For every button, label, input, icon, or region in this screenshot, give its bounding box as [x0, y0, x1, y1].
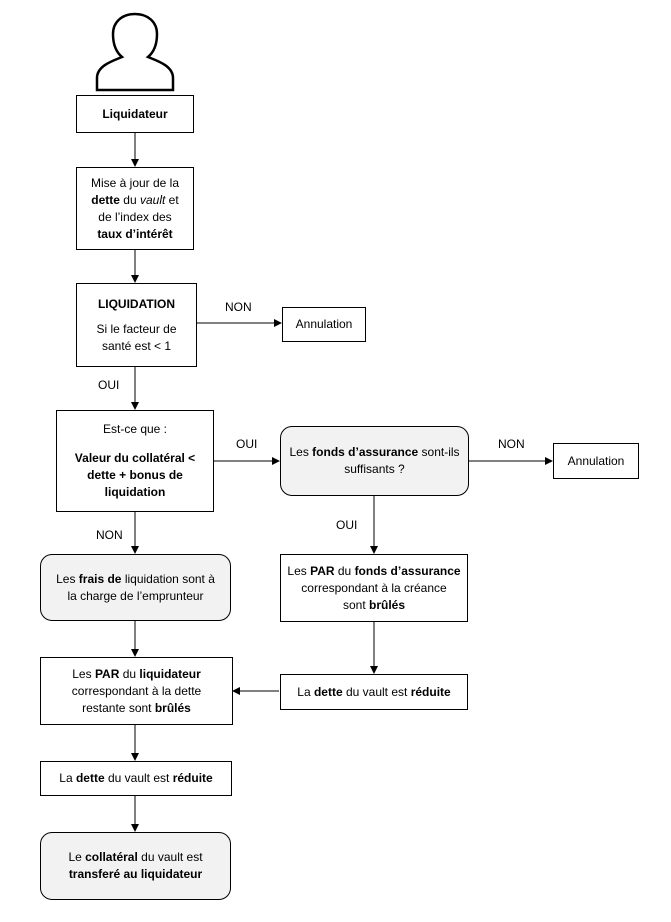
parliq-a: Les — [72, 666, 95, 681]
parfonds-fonds: fonds d’assurance — [354, 563, 461, 578]
parliq-restante: restante sont — [82, 700, 155, 715]
dettel-dette: dette — [75, 771, 105, 785]
liquidation-title: LIQUIDATION — [97, 296, 176, 311]
fonds-prefix: Les — [289, 445, 313, 459]
maj-line-3: de l’index des — [98, 209, 172, 224]
parfonds-brules: brûlés — [369, 597, 406, 612]
parfonds-par: PAR — [310, 563, 335, 578]
parfonds-a: Les — [287, 563, 311, 578]
detter-reduite: réduite — [410, 684, 451, 699]
edge-label-non-2: NON — [498, 437, 525, 451]
edge-label-non-1: NON — [225, 300, 252, 314]
node-liquidateur-label: Liquidateur — [102, 106, 168, 121]
coll-line-2: transferé au liquidateur — [68, 867, 203, 881]
node-liquidation: LIQUIDATION Si le facteur de santé est <… — [76, 283, 197, 367]
parliq-du: du — [119, 666, 140, 681]
parliq-line-2: correspondant à la dette — [71, 683, 202, 698]
node-dette-reduite-left: La dette du vault est réduite — [40, 761, 232, 796]
detter-c: du vault est — [342, 684, 411, 699]
fonds-bold: fonds d’assurance — [312, 445, 419, 459]
frais-line-2: la charge de l’emprunteur — [67, 588, 204, 603]
dettel-reduite: réduite — [172, 771, 213, 785]
maj-line-1: Mise à jour de la — [90, 175, 180, 190]
user-icon — [95, 12, 175, 92]
node-est-ce-que: Est-ce que : Valeur du collatéral < dett… — [56, 410, 214, 512]
maj-line-4: taux d’intérêt — [97, 226, 173, 241]
maj-et: et — [165, 192, 179, 207]
node-par-liquidateur: Les PAR du liquidateur correspondant à l… — [40, 657, 233, 725]
fonds-suffix: sont-ils — [418, 445, 460, 459]
liquidation-line-1: Si le facteur de — [96, 321, 177, 336]
detter-a: La — [297, 684, 314, 699]
parfonds-du: du — [334, 563, 355, 578]
parfonds-line-2: correspondant à la créance — [301, 580, 447, 595]
frais-suffix: liquidation sont à — [121, 571, 215, 586]
coll-a: Le — [68, 850, 86, 864]
edge-label-oui-1: OUI — [98, 378, 120, 392]
node-annulation-2: Annulation — [553, 443, 639, 479]
parliq-par: PAR — [94, 666, 120, 681]
parliq-brules: brûlés — [154, 700, 191, 715]
edge-label-oui-3: OUI — [336, 518, 358, 532]
dettel-a: La — [59, 771, 76, 785]
node-frais: Les frais de liquidation sont à la charg… — [40, 554, 231, 621]
frais-bold: frais de — [78, 571, 122, 586]
detter-dette: dette — [313, 684, 343, 699]
estceque-line-4: liquidation — [104, 485, 166, 499]
estceque-line-3: dette + bonus de — [87, 468, 183, 482]
maj-dette: dette — [91, 192, 120, 207]
fonds-line-2: suffisants ? — [344, 462, 405, 476]
parfonds-sont: sont — [342, 597, 369, 612]
maj-du: du — [119, 192, 140, 207]
coll-bold: collatéral — [85, 850, 138, 864]
node-liquidateur: Liquidateur — [76, 95, 194, 133]
node-fonds-assurance: Les fonds d’assurance sont-ils suffisant… — [280, 426, 469, 496]
estceque-line-1: Est-ce que : — [102, 422, 168, 436]
dettel-c: du vault est — [104, 771, 173, 785]
node-mise-a-jour: Mise à jour de la dette du vault et de l… — [76, 167, 194, 250]
node-dette-reduite-right: La dette du vault est réduite — [280, 674, 468, 710]
node-par-fonds: Les PAR du fonds d’assurance corresponda… — [280, 554, 468, 622]
estceque-line-2: Valeur du collatéral < — [74, 451, 196, 465]
liquidation-line-2: santé est < 1 — [101, 338, 172, 353]
node-collateral: Le collatéral du vault est transferé au … — [40, 832, 231, 900]
coll-c: du vault est — [137, 850, 203, 864]
edge-label-oui-2: OUI — [236, 437, 258, 451]
frais-prefix: Les — [56, 571, 79, 586]
annulation-2-label: Annulation — [567, 453, 625, 468]
node-annulation-1: Annulation — [282, 307, 366, 342]
maj-vault: vault — [139, 192, 166, 207]
edge-label-non-3: NON — [96, 528, 123, 542]
parliq-liquidateur: liquidateur — [139, 666, 201, 681]
annulation-1-label: Annulation — [295, 317, 353, 331]
